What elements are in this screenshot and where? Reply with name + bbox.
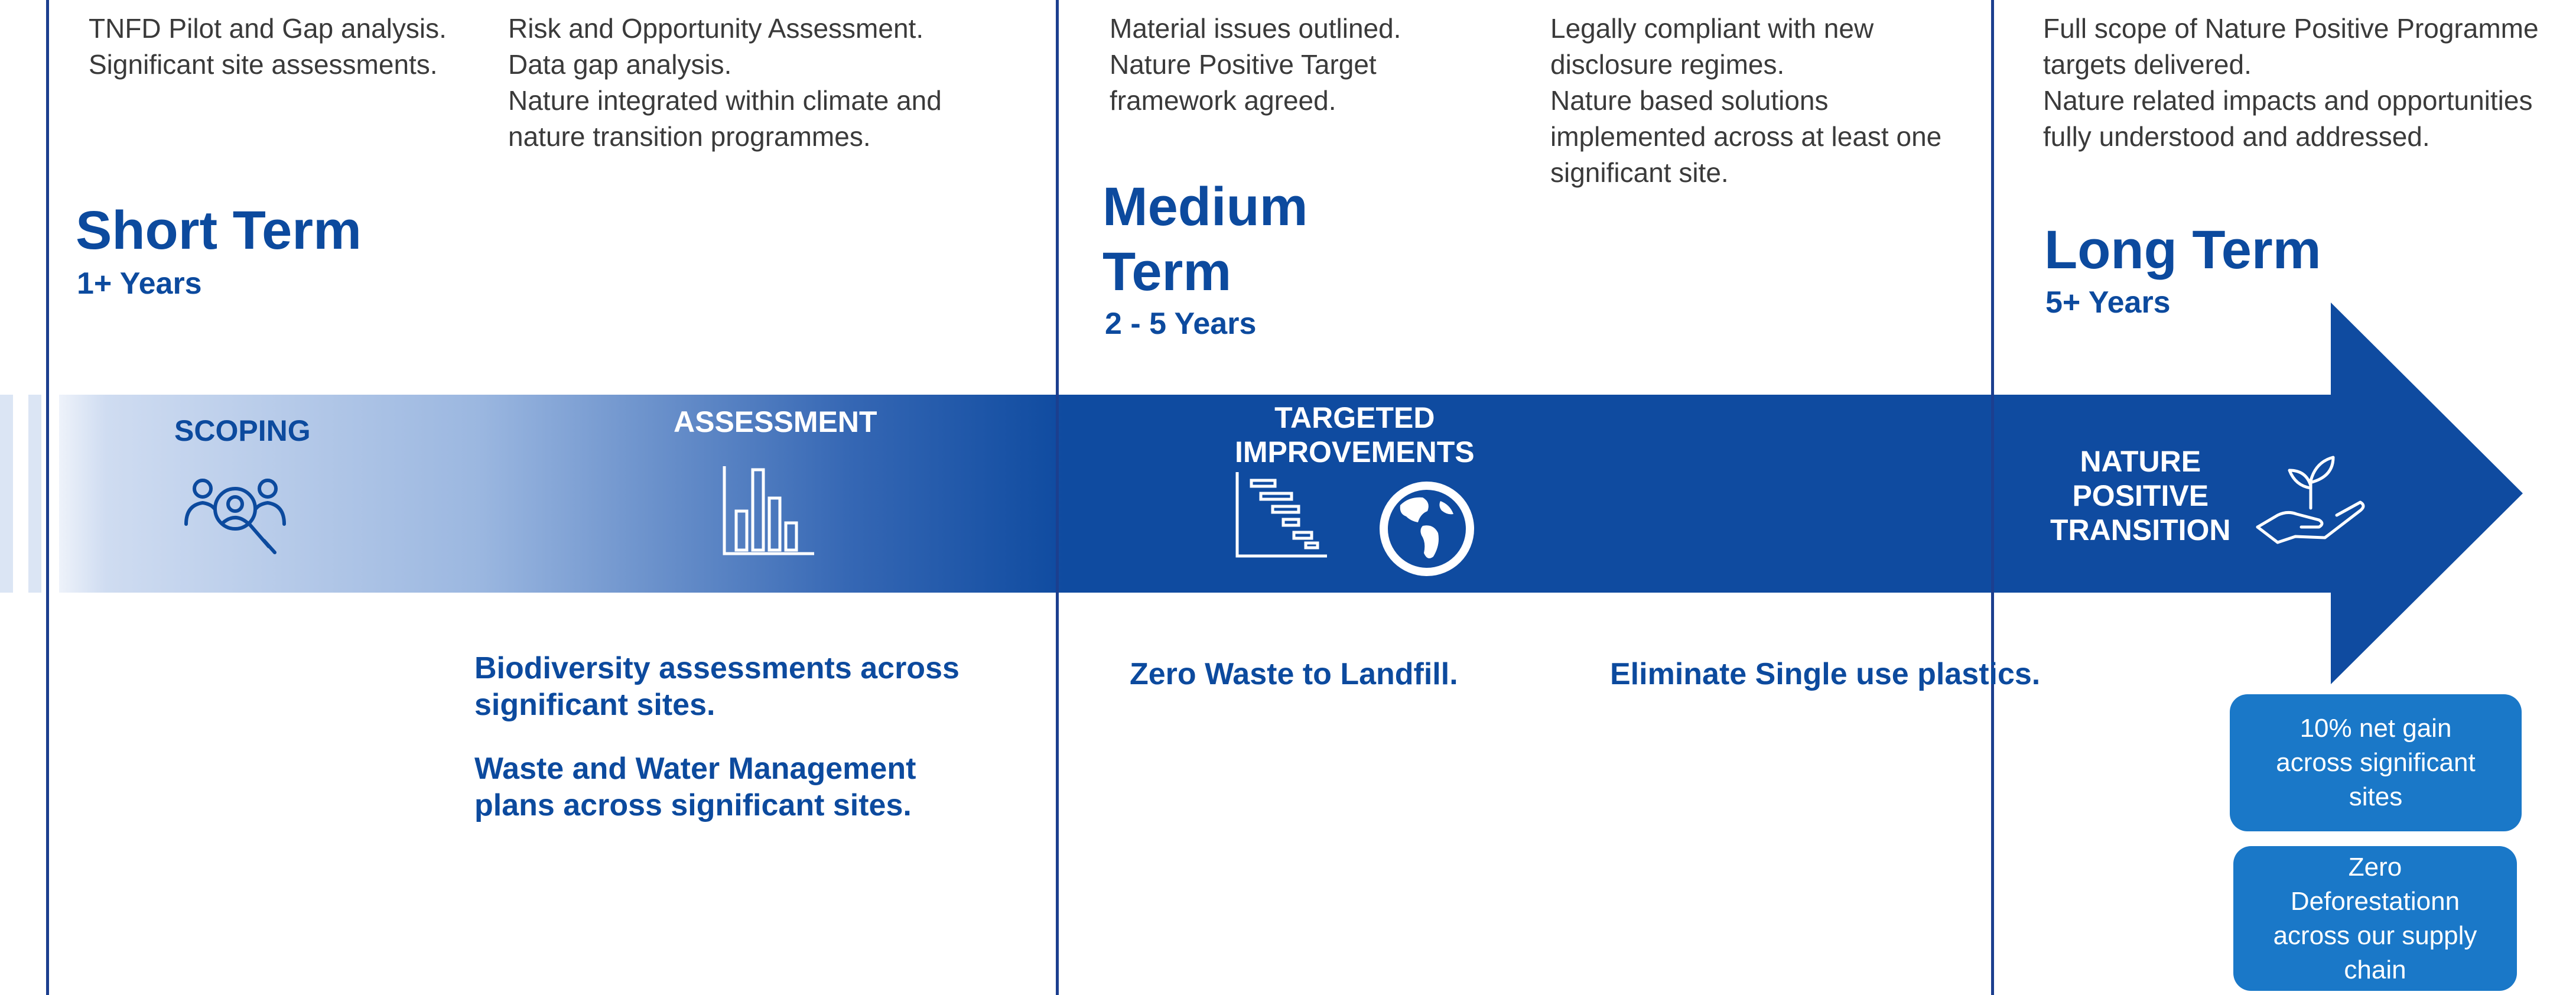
goal-zero-waste: Zero Waste to Landfill. <box>1130 657 1458 691</box>
note-line: targets delivered. <box>2043 49 2252 80</box>
bar-chart-icon <box>723 466 814 555</box>
divider-line-3 <box>1991 0 1994 995</box>
note-line: implemented across at least one <box>1550 121 1942 152</box>
divider-line-1 <box>46 0 49 995</box>
phase-title-medium: Medium Term <box>1102 174 1308 304</box>
arrow-edge-stripe-2 <box>28 395 41 593</box>
phase-title-long: Long Term <box>2044 220 2321 280</box>
note-line: disclosure regimes. <box>1550 49 1785 80</box>
note-line: Nature integrated within climate and <box>508 85 942 116</box>
notes-column-2: Risk and Opportunity Assessment. Data ga… <box>508 11 942 155</box>
hand-plant-icon <box>2256 456 2365 544</box>
note-line: Full scope of Nature Positive Programme <box>2043 13 2539 44</box>
notes-column-5: Full scope of Nature Positive Programme … <box>2043 11 2539 155</box>
stage-label-targeted-line-1: TARGETED <box>1274 401 1435 434</box>
note-line: Legally compliant with new <box>1550 13 1874 44</box>
note-line: significant site. <box>1550 157 1729 188</box>
note-line: Data gap analysis. <box>508 49 732 80</box>
goal-waste-water: Waste and Water Management plans across … <box>474 750 916 824</box>
phase-title-short: Short Term <box>76 200 362 261</box>
notes-column-3: Material issues outlined. Nature Positiv… <box>1110 11 1401 119</box>
goal-biodiversity: Biodiversity assessments across signific… <box>474 650 960 723</box>
stage-label-assessment: ASSESSMENT <box>674 405 877 438</box>
badge-deforestation-line-1: Zero <box>2348 852 2402 882</box>
badge-deforestation-line-2: Deforestationn <box>2290 886 2460 916</box>
goal-waste-water-line-1: Waste and Water Management <box>474 752 916 786</box>
note-line: framework agreed. <box>1110 85 1336 116</box>
stage-label-targeted: TARGETED IMPROVEMENTS <box>1235 401 1475 469</box>
note-line: TNFD Pilot and Gap analysis. <box>89 13 447 44</box>
globe-icon <box>1380 482 1474 576</box>
phase-years-medium: 2 - 5 Years <box>1105 307 1257 341</box>
note-line: Risk and Opportunity Assessment. <box>508 13 924 44</box>
note-line: Material issues outlined. <box>1110 13 1401 44</box>
phase-years-short: 1+ Years <box>77 266 202 301</box>
note-line: Nature based solutions <box>1550 85 1829 116</box>
notes-column-1: TNFD Pilot and Gap analysis. Significant… <box>89 11 447 83</box>
note-line: nature transition programmes. <box>508 121 871 152</box>
note-line: Nature related impacts and opportunities <box>2043 85 2533 116</box>
badge-net-gain-line-1: 10% net gain <box>2299 714 2452 743</box>
stage-label-nature: NATURE POSITIVE TRANSITION <box>2050 444 2231 547</box>
note-line: Nature Positive Target <box>1110 49 1377 80</box>
goal-biodiversity-line-1: Biodiversity assessments across <box>474 651 960 685</box>
badge-net-gain: 10% net gain across significant sites <box>2230 694 2522 831</box>
stage-label-nature-line-3: TRANSITION <box>2050 513 2231 547</box>
badge-deforestation-line-4: chain <box>2344 955 2406 984</box>
badge-net-gain-line-2: across significant <box>2276 748 2476 777</box>
note-line: fully understood and addressed. <box>2043 121 2430 152</box>
phase-title-medium-line-1: Medium <box>1102 177 1308 237</box>
goal-plastics: Eliminate Single use plastics. <box>1610 657 2041 691</box>
stage-label-scoping: SCOPING <box>174 414 311 447</box>
stage-label-nature-line-1: NATURE <box>2080 445 2201 478</box>
badge-deforestation: Zero Deforestationn across our supply ch… <box>2233 846 2517 991</box>
stage-label-targeted-line-2: IMPROVEMENTS <box>1235 435 1475 469</box>
goal-biodiversity-line-2: significant sites. <box>474 688 715 722</box>
notes-column-4: Legally compliant with new disclosure re… <box>1550 11 1941 191</box>
divider-line-2 <box>1056 0 1059 995</box>
stage-label-nature-line-2: POSITIVE <box>2072 479 2209 512</box>
badge-net-gain-line-3: sites <box>2349 782 2403 811</box>
badge-deforestation-line-3: across our supply <box>2273 921 2477 950</box>
phase-years-long: 5+ Years <box>2045 285 2171 320</box>
note-line: Significant site assessments. <box>89 49 438 80</box>
goal-waste-water-line-2: plans across significant sites. <box>474 788 912 822</box>
arrow-edge-stripe-1 <box>0 395 13 593</box>
phase-title-medium-line-2: Term <box>1102 242 1232 302</box>
gantt-chart-icon <box>1235 472 1327 558</box>
people-search-icon <box>184 479 286 554</box>
